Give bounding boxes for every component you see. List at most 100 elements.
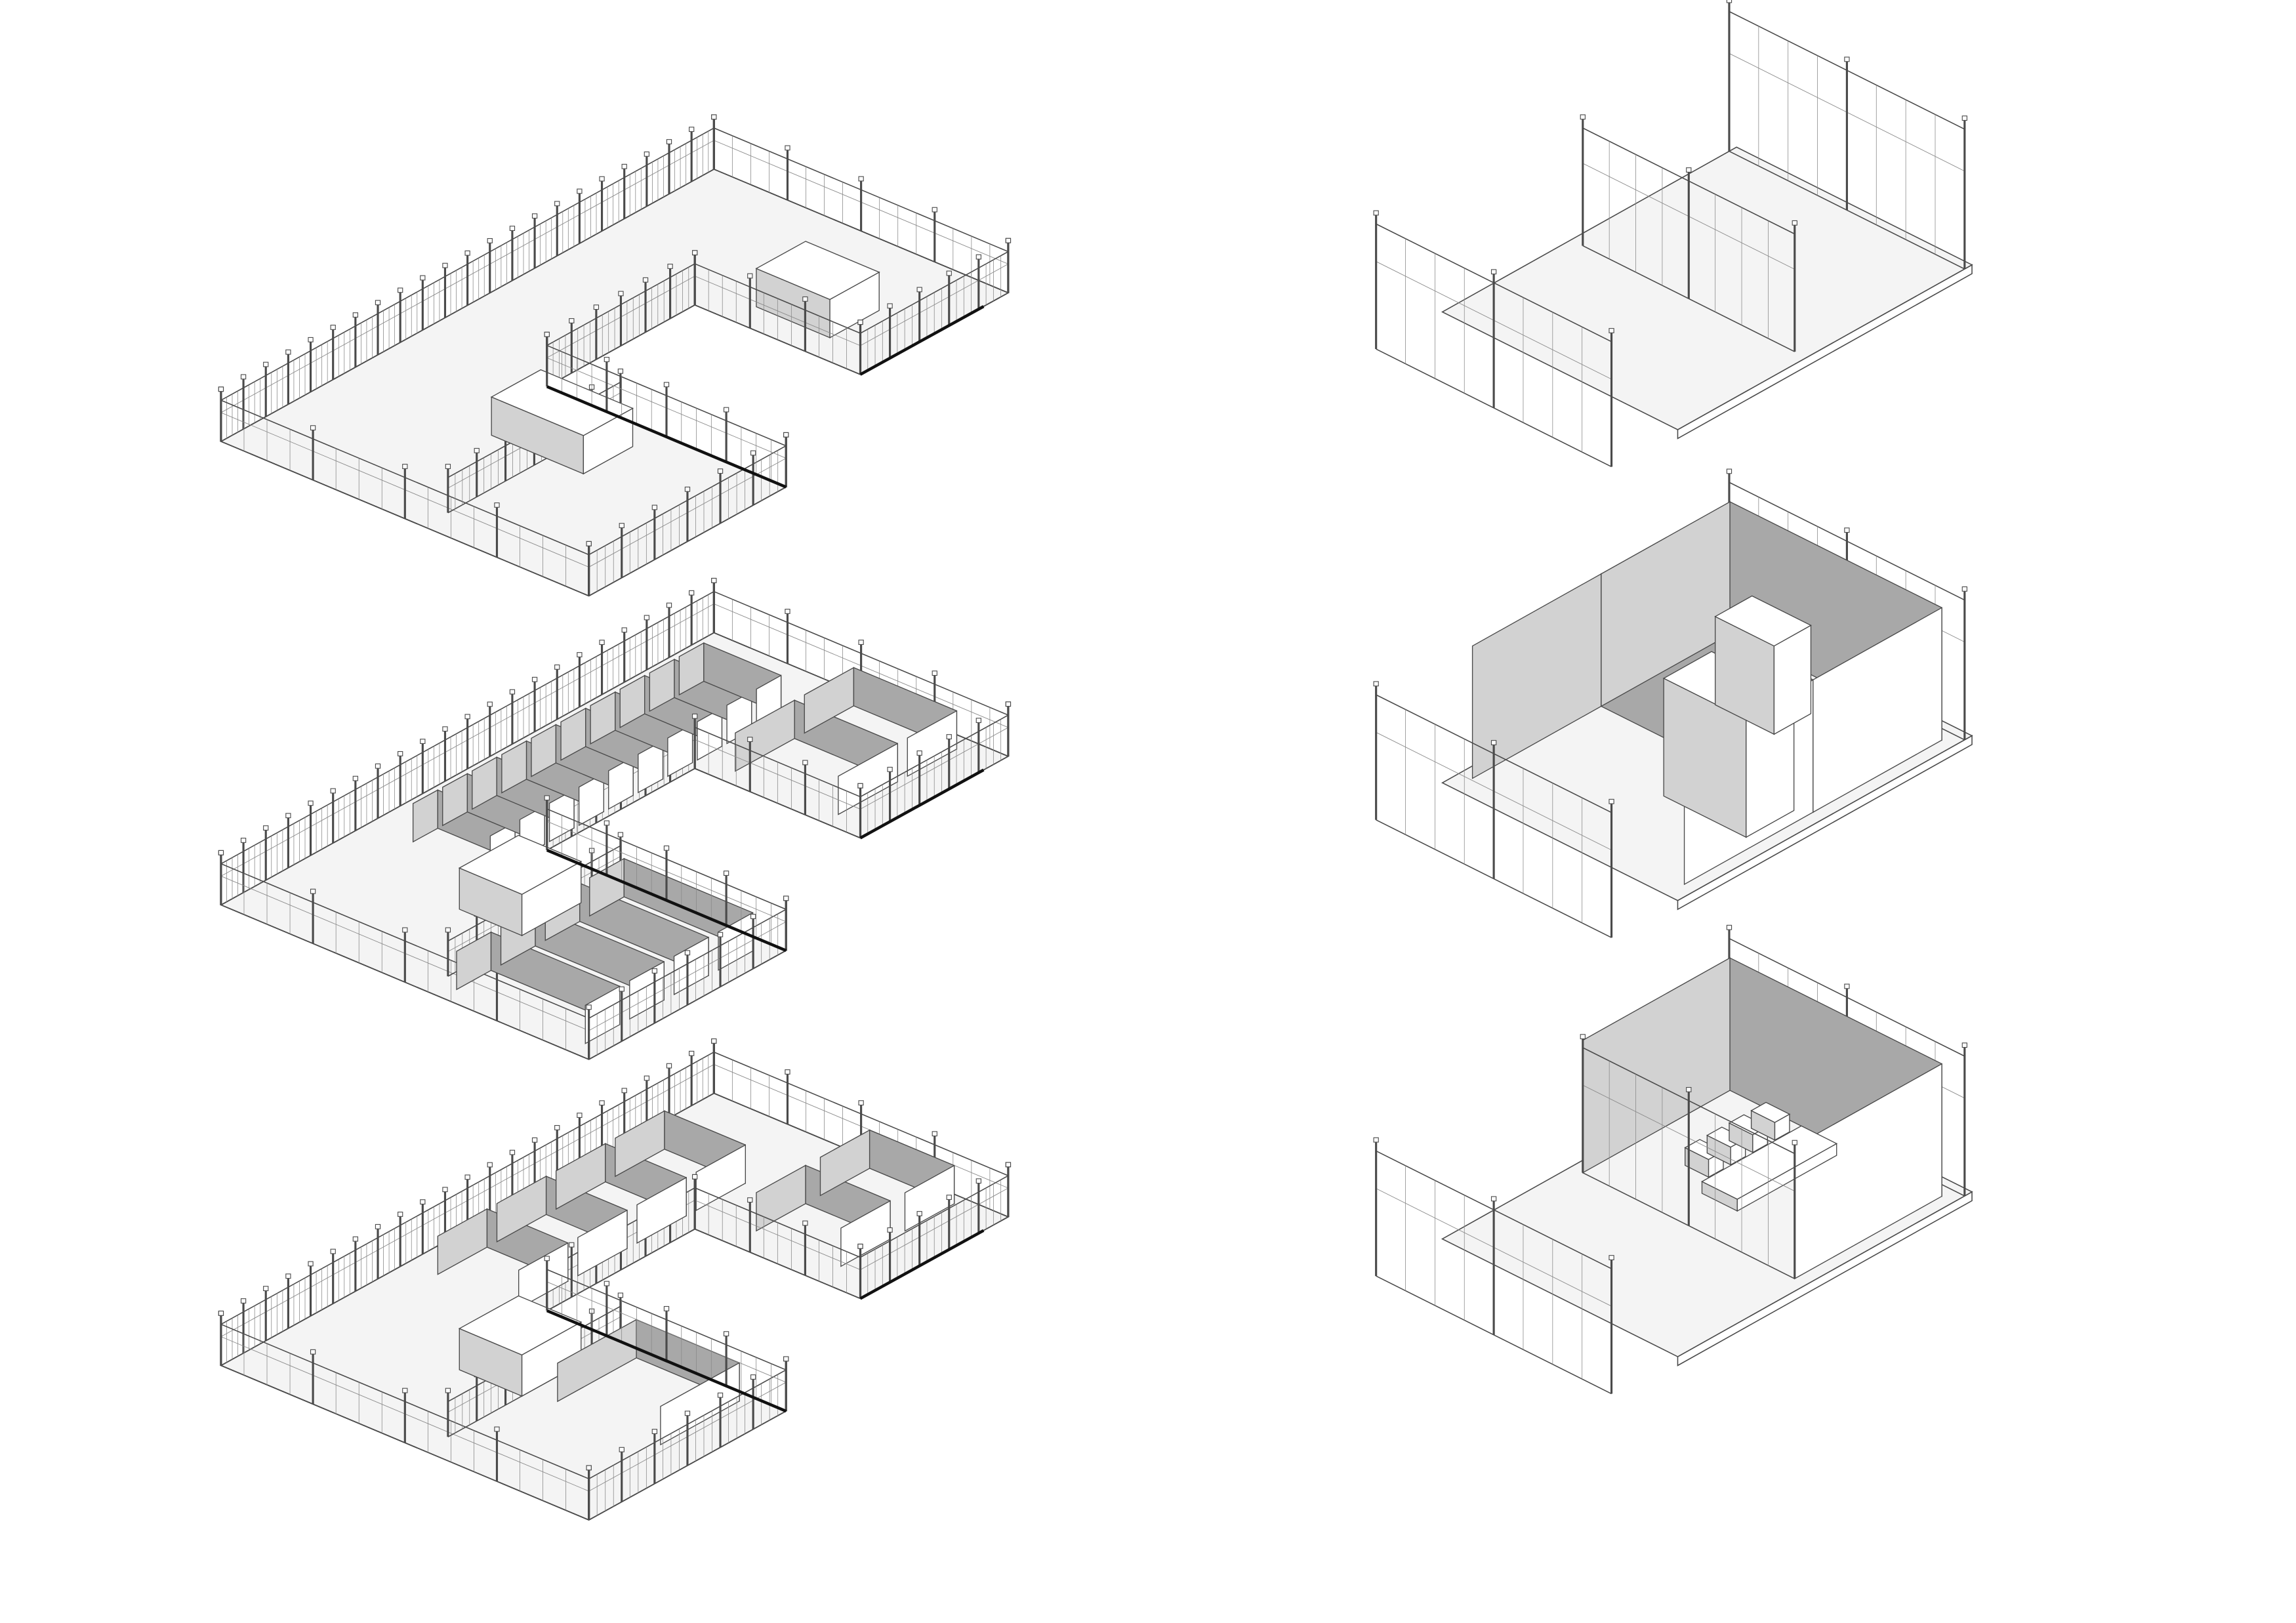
column-cap [663,382,670,388]
column-cap [932,1131,937,1137]
column-cap [946,1195,952,1201]
open-workspace-front-wall [636,1176,687,1244]
column-cap [442,1187,448,1193]
column-cap [554,664,560,670]
column-cap [717,932,724,937]
column-cap [593,304,600,310]
column-cap [577,652,583,657]
column-cap [1792,220,1797,226]
column-cap [544,331,550,337]
column-cap [1490,1196,1497,1202]
column-cap [644,151,650,157]
column-cap [802,760,808,766]
column-cap [916,750,922,756]
slab-edge [546,848,787,953]
column-cap [420,739,426,744]
column-cap [857,1243,863,1249]
column-cap [711,577,717,583]
column-cap [651,968,658,974]
column-cap [711,1038,717,1044]
column-cap [218,1310,224,1316]
column-cap [666,1063,672,1069]
office-cell-front-wall [673,936,709,996]
column-cap [604,357,610,362]
floor-slab [1441,146,1973,430]
column-cap [858,1100,864,1106]
column-cap [644,615,650,621]
column-cap [617,1292,624,1298]
building-plan-2 [218,577,1012,1060]
column-cap [464,1174,470,1180]
column-cap [618,291,624,297]
column-cap [1844,527,1850,533]
column-cap [375,300,381,306]
slab-edge [859,768,985,840]
column-cap [402,464,408,469]
column-cap [310,1349,316,1355]
column-cap [783,1356,789,1362]
curtain-wall-wing-east [692,713,863,839]
column-cap [651,504,658,510]
column-cap [1609,798,1614,804]
column-cap [621,1088,627,1094]
column-cap [644,1075,650,1081]
column-cap [375,763,381,769]
column-cap [711,114,717,120]
column-cap [1580,1034,1586,1040]
front-window-wall [1373,681,1614,938]
column-cap [330,325,336,330]
column-cap [509,226,516,231]
column-cap [684,950,691,956]
column-cap [1844,56,1850,62]
column-cap [310,888,316,894]
enclosed-room-front-wall [1813,607,1942,813]
column-cap [684,1410,691,1416]
room-module-2 [1373,468,1973,938]
column-cap [263,1286,269,1292]
building-axonometrics [218,114,1012,1521]
column-cap [723,1331,729,1337]
column-cap [544,795,550,801]
column-cap [689,1050,695,1056]
column-cap [487,1162,493,1168]
column-cap [750,914,756,919]
office-cell-front-wall [584,985,621,1044]
slab-edge [859,1229,985,1300]
column-cap [1373,1137,1379,1143]
column-cap [531,213,538,219]
curtain-wall-west [218,1310,592,1521]
column-cap [577,188,583,194]
column-cap [509,689,516,695]
meeting-room-front-wall [838,743,898,815]
column-cap [663,845,670,851]
column-cap [398,287,403,293]
column-cap [509,1149,516,1155]
column-cap [932,207,937,213]
column-cap [398,750,403,756]
column-cap [617,368,624,374]
column-cap [375,1223,381,1229]
column-cap [916,287,922,293]
column-cap [684,486,691,492]
column-cap [887,766,893,772]
column-cap [916,1211,922,1216]
column-cap [474,447,480,453]
column-cap [569,1242,575,1248]
column-cap [642,277,649,283]
column-cap [402,1387,408,1393]
column-cap [445,1387,451,1393]
column-cap [689,590,695,596]
column-cap [487,701,493,707]
column-cap [857,319,863,325]
column-cap [617,832,624,838]
column-cap [1490,740,1497,745]
column-cap [1609,328,1614,333]
front-window-wall [1373,1137,1614,1395]
column-cap [308,337,314,342]
column-cap [398,1212,403,1217]
slab-edge [546,385,787,489]
curtain-wall-wing-east [692,250,863,375]
column-cap [352,1236,359,1242]
column-cap [218,386,224,392]
